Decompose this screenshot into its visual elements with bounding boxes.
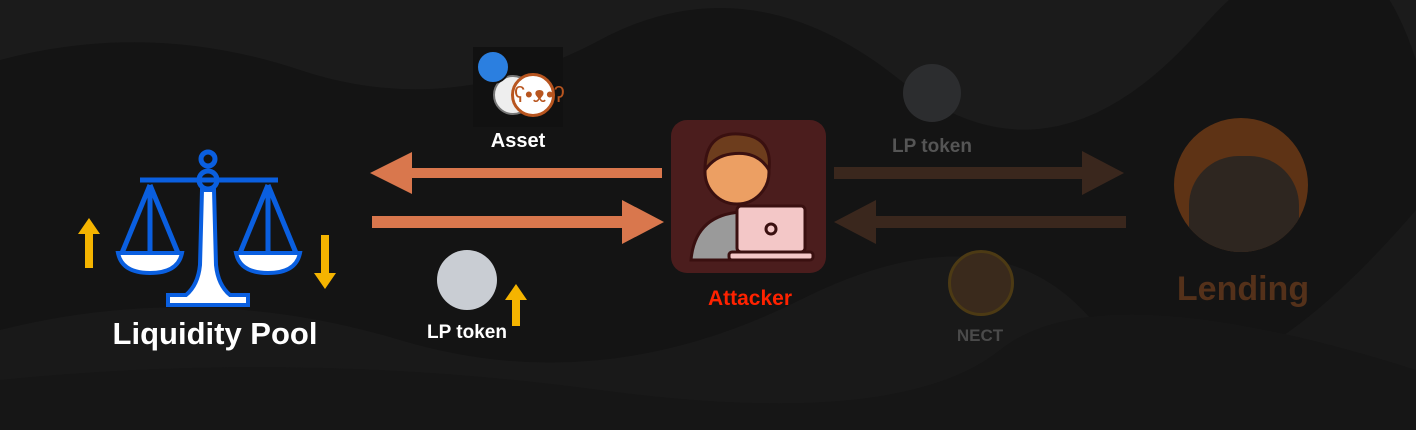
arrow-down-icon (314, 235, 336, 289)
asset-to-pool-arrow (370, 152, 662, 194)
lp-token-icon (437, 250, 497, 310)
mountain-token-icon (476, 50, 510, 84)
lending-label: Lending (1176, 270, 1310, 308)
flow-arrows (370, 152, 664, 244)
lp-token-label: LP token (427, 322, 507, 343)
nect-label: NECT (956, 326, 1004, 345)
lp-to-lending-arrow (834, 151, 1124, 195)
attacker-to-pool-arrow (372, 200, 664, 244)
arrow-up-icon (505, 284, 527, 326)
bear-token-icon: ʕ•ᴥ•ʔ (511, 73, 565, 117)
dim-flow-arrows (834, 151, 1126, 244)
liquidity-pool-label: Liquidity Pool (112, 316, 318, 351)
attacker-label: Attacker (707, 287, 793, 310)
lending-bear-logo (1174, 118, 1308, 252)
nect-token-icon (948, 250, 1014, 316)
lending-to-attacker-arrow (834, 200, 1126, 244)
arrow-up-icon (78, 218, 100, 268)
lp-token-dim-icon (903, 64, 961, 122)
lp-token-dim-label: LP token (892, 136, 972, 157)
asset-icons: ʕ•ᴥ•ʔ (473, 47, 565, 127)
attacker-avatar (671, 120, 826, 273)
balance-scale-icon (115, 149, 303, 307)
asset-label: Asset (490, 130, 546, 152)
